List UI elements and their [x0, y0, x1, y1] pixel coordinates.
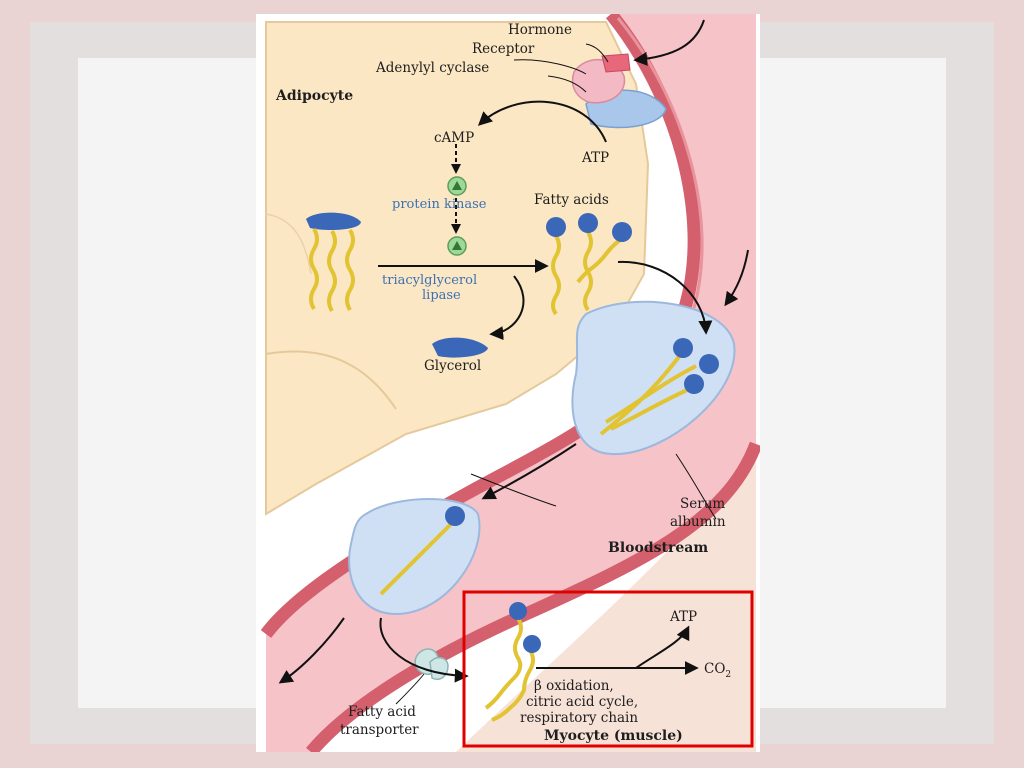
myocyte-fatty-acids — [484, 602, 541, 722]
label-serum-albumin-1: Serum — [680, 496, 725, 512]
label-triacylglycerol-lipase-1: triacylglycerol — [382, 273, 477, 288]
label-respiratory-chain: respiratory chain — [520, 710, 638, 726]
label-atp-top: ATP — [581, 150, 609, 166]
serum-albumin-complex-2 — [348, 498, 481, 616]
lipid-mobilization-figure: Hormone Receptor Adenylyl cyclase Adipoc… — [256, 14, 760, 752]
label-adenylyl-cyclase: Adenylyl cyclase — [375, 60, 489, 76]
label-fatty-acid-transporter-1: Fatty acid — [348, 704, 416, 720]
label-serum-albumin-2: albumin — [670, 514, 726, 530]
label-triacylglycerol-lipase-2: lipase — [422, 288, 461, 303]
label-glycerol: Glycerol — [424, 358, 481, 374]
label-bloodstream: Bloodstream — [608, 540, 708, 556]
label-hormone: Hormone — [508, 22, 572, 38]
glycerol-molecule — [432, 337, 488, 358]
serum-albumin-complex-1 — [571, 300, 736, 456]
label-citric-acid-cycle: citric acid cycle, — [526, 694, 638, 710]
label-camp: cAMP — [434, 130, 474, 146]
label-atp-bottom: ATP — [669, 609, 697, 625]
receptor-complex — [571, 53, 667, 129]
myocyte-highlight-box — [462, 590, 754, 748]
label-beta-oxidation: β oxidation, — [534, 678, 614, 694]
pathway-arrows — [278, 19, 749, 705]
triacylglycerol-molecule — [306, 212, 361, 313]
label-adipocyte: Adipocyte — [275, 88, 353, 104]
diagram-canvas: Hormone Receptor Adenylyl cyclase Adipoc… — [260, 14, 760, 752]
label-protein-kinase: protein kinase — [392, 197, 487, 212]
fatty-acids-group — [546, 213, 632, 316]
label-myocyte: Myocyte (muscle) — [544, 728, 683, 744]
label-fatty-acids: Fatty acids — [534, 192, 609, 208]
label-co2: CO2 — [704, 661, 731, 680]
label-fatty-acid-transporter-2: transporter — [340, 722, 419, 738]
label-receptor: Receptor — [472, 41, 535, 57]
myocyte-region — [456, 454, 756, 752]
protein-kinase-markers — [447, 176, 467, 256]
